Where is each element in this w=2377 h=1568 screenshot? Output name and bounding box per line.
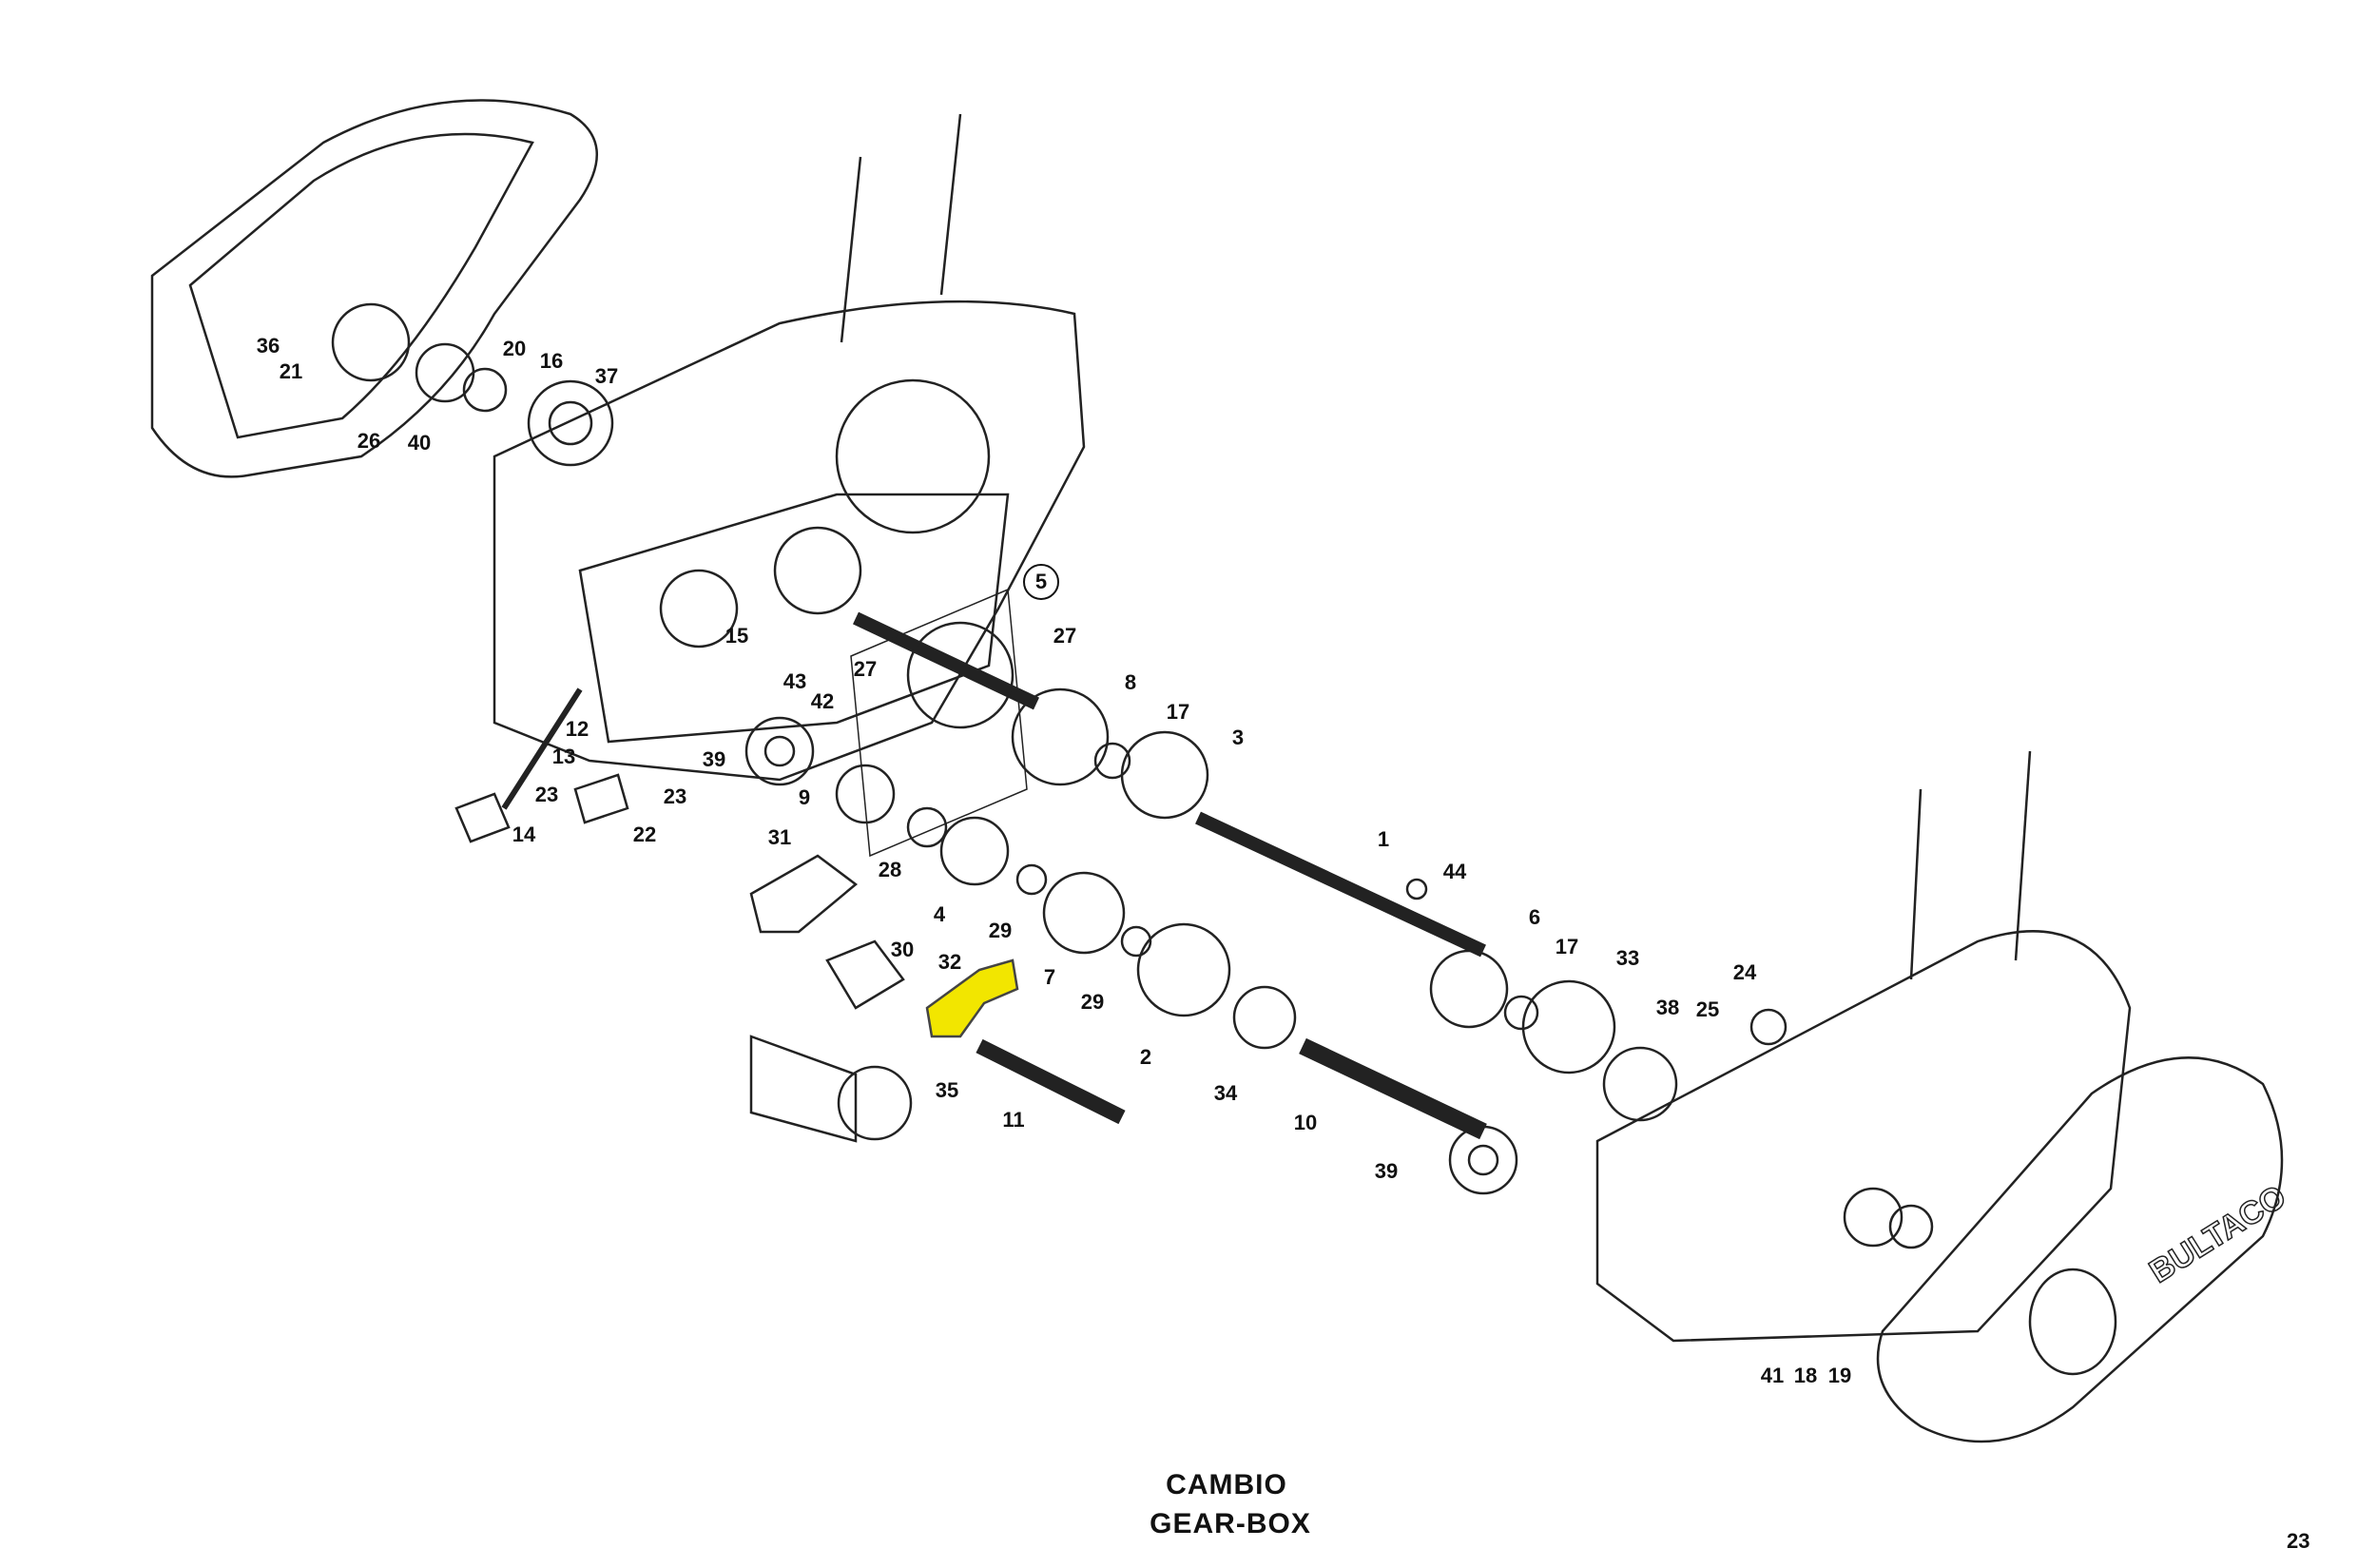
callout-20: 20 (502, 337, 527, 360)
callout-43: 43 (783, 669, 807, 693)
callout-39: 39 (1374, 1159, 1399, 1183)
callout-25: 25 (1695, 997, 1720, 1021)
crankcase-left (493, 300, 1086, 782)
callout-32: 32 (937, 950, 962, 974)
left-cover-inner (188, 132, 534, 439)
crankcase-bore (835, 378, 991, 534)
callout-27: 27 (1053, 624, 1077, 648)
gears (331, 302, 1934, 1249)
stud (2014, 750, 2032, 961)
selector-drum (749, 1035, 858, 1143)
callout-30: 30 (890, 938, 915, 961)
callout-15: 15 (725, 624, 749, 648)
stud (1909, 788, 1923, 980)
callout-18: 18 (1793, 1364, 1818, 1387)
callout-34: 34 (1213, 1081, 1238, 1105)
callout-8: 8 (1124, 670, 1137, 694)
callout-13: 13 (551, 745, 576, 768)
callout-42: 42 (810, 689, 835, 713)
stud (840, 156, 862, 343)
callout-24: 24 (1732, 960, 1757, 984)
callout-27: 27 (853, 657, 878, 681)
crankcase-right (1595, 930, 2132, 1343)
callout-38: 38 (1655, 996, 1680, 1019)
callout-16: 16 (539, 349, 564, 373)
primary-shaft (853, 611, 1039, 710)
callout-29: 29 (1080, 990, 1105, 1014)
callout-28: 28 (878, 858, 902, 881)
callout-14: 14 (512, 823, 536, 846)
callout-40: 40 (407, 431, 432, 455)
callout-6: 6 (1528, 905, 1541, 929)
callout-31: 31 (767, 825, 792, 849)
right-cover (1876, 1056, 2284, 1443)
plug-22 (573, 773, 629, 824)
bolt-14 (454, 792, 511, 843)
callout-7: 7 (1043, 965, 1056, 989)
callout-9: 9 (798, 785, 811, 809)
callout-41: 41 (1760, 1364, 1785, 1387)
callout-17: 17 (1166, 700, 1190, 724)
callout-10: 10 (1293, 1111, 1318, 1134)
bultaco-logo: BULTACO (2143, 1178, 2292, 1290)
shift-fork-31 (749, 854, 859, 934)
callout-3: 3 (1231, 726, 1245, 749)
callout-39: 39 (702, 747, 726, 771)
bolt-13 (501, 687, 583, 810)
callout-36: 36 (256, 334, 280, 358)
callout-11: 11 (1002, 1108, 1025, 1132)
fork-rod (976, 1038, 1126, 1125)
callout-4: 4 (933, 902, 946, 926)
callout-26: 26 (357, 429, 381, 453)
callout-33: 33 (1615, 946, 1640, 970)
callout-17: 17 (1555, 935, 1579, 958)
shift-fork-30 (825, 939, 905, 1010)
callout-44: 44 (1442, 860, 1467, 883)
title-english: GEAR-BOX (1150, 1508, 1311, 1539)
callout-1: 1 (1377, 827, 1390, 851)
callout-29: 29 (988, 919, 1013, 942)
shift-fork-32-highlighted (925, 958, 1019, 1038)
left-cover (150, 99, 599, 478)
plug-24 (1749, 1008, 1788, 1046)
callout-5-circled: 5 (1023, 564, 1059, 600)
callout-37: 37 (594, 364, 619, 388)
callout-2: 2 (1139, 1045, 1152, 1069)
callout-22: 22 (632, 823, 657, 846)
key-44 (1405, 878, 1428, 900)
title-italian: CAMBIO (1166, 1469, 1287, 1500)
group-outline-5 (850, 588, 1028, 858)
callout-35: 35 (935, 1078, 959, 1102)
callout-19: 19 (1827, 1364, 1852, 1387)
callout-12: 12 (565, 717, 589, 741)
callout-23: 23 (534, 783, 559, 806)
stud (939, 113, 962, 296)
crankcase-left-face (578, 493, 1010, 744)
callout-23: 23 (663, 784, 687, 808)
main-shaft (1195, 811, 1486, 958)
layshaft (1299, 1037, 1487, 1140)
page-number: 23 (2287, 1529, 2310, 1553)
callout-21: 21 (279, 359, 303, 383)
